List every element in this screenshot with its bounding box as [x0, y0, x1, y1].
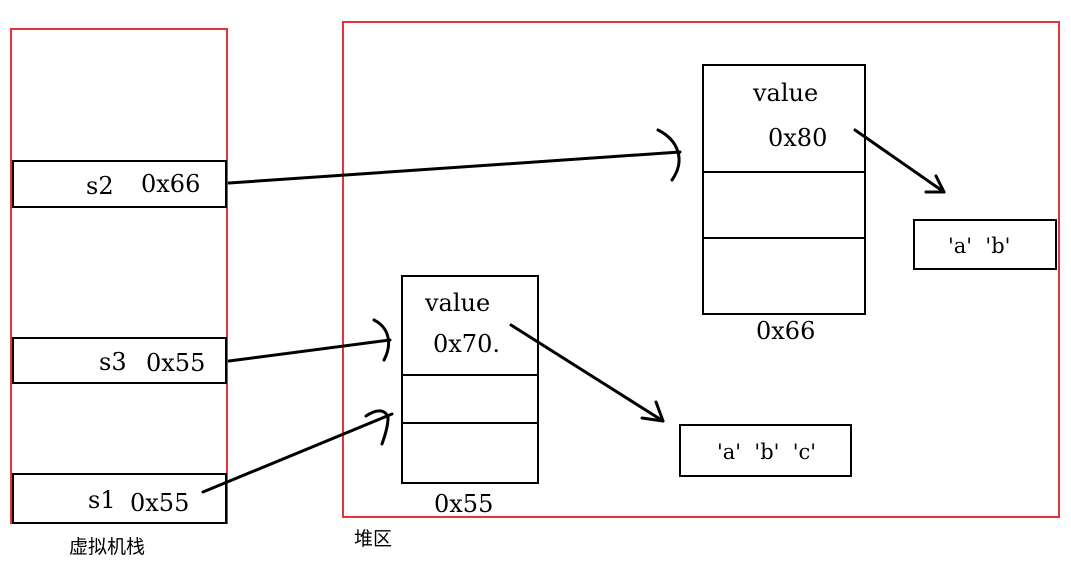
reference-arrow-s3 — [227, 338, 392, 363]
reference-arrow-value-0x70 — [509, 323, 665, 423]
object-field-name: value — [425, 289, 491, 317]
object-address: 0x55 — [434, 490, 494, 518]
char-array-content: 'a' 'b' — [948, 234, 1011, 258]
char-array-abc — [679, 424, 852, 477]
frame-address-s2: 0x66 — [141, 170, 201, 198]
arrowhead — [640, 400, 665, 423]
frame-address-s3: 0x55 — [146, 349, 206, 377]
stack-frame-s2 — [12, 160, 227, 208]
object-address: 0x66 — [756, 317, 816, 345]
object-divider — [704, 237, 864, 239]
heap-caption: 堆区 — [354, 528, 393, 550]
heap-object-0x55 — [401, 275, 539, 484]
reference-arrow-s1 — [201, 412, 394, 494]
object-divider — [403, 422, 537, 424]
frame-name-s1: s1 — [88, 486, 116, 514]
arrowhead — [924, 174, 946, 194]
heap-region — [342, 21, 1060, 518]
heap-object-0x66 — [702, 64, 866, 315]
stack-frame-s1 — [12, 473, 227, 524]
char-array-content: 'a' 'b' 'c' — [717, 440, 817, 464]
object-field-name: value — [753, 79, 819, 107]
stack-frame-s3 — [12, 337, 227, 384]
char-array-ab — [913, 219, 1057, 270]
object-field-value: 0x80 — [768, 124, 828, 152]
frame-address-s1: 0x55 — [130, 489, 190, 517]
arrowhead — [372, 318, 391, 362]
object-field-value: 0x70. — [433, 330, 500, 358]
frame-name-s3: s3 — [99, 348, 127, 376]
arrowhead — [656, 128, 681, 182]
frame-name-s2: s2 — [86, 172, 114, 200]
object-divider — [704, 171, 864, 173]
stack-caption: 虚拟机栈 — [69, 536, 146, 558]
reference-arrow-value-0x80 — [853, 128, 946, 194]
object-divider — [403, 374, 537, 376]
reference-arrow-s2 — [227, 150, 682, 185]
arrowhead — [364, 409, 390, 446]
